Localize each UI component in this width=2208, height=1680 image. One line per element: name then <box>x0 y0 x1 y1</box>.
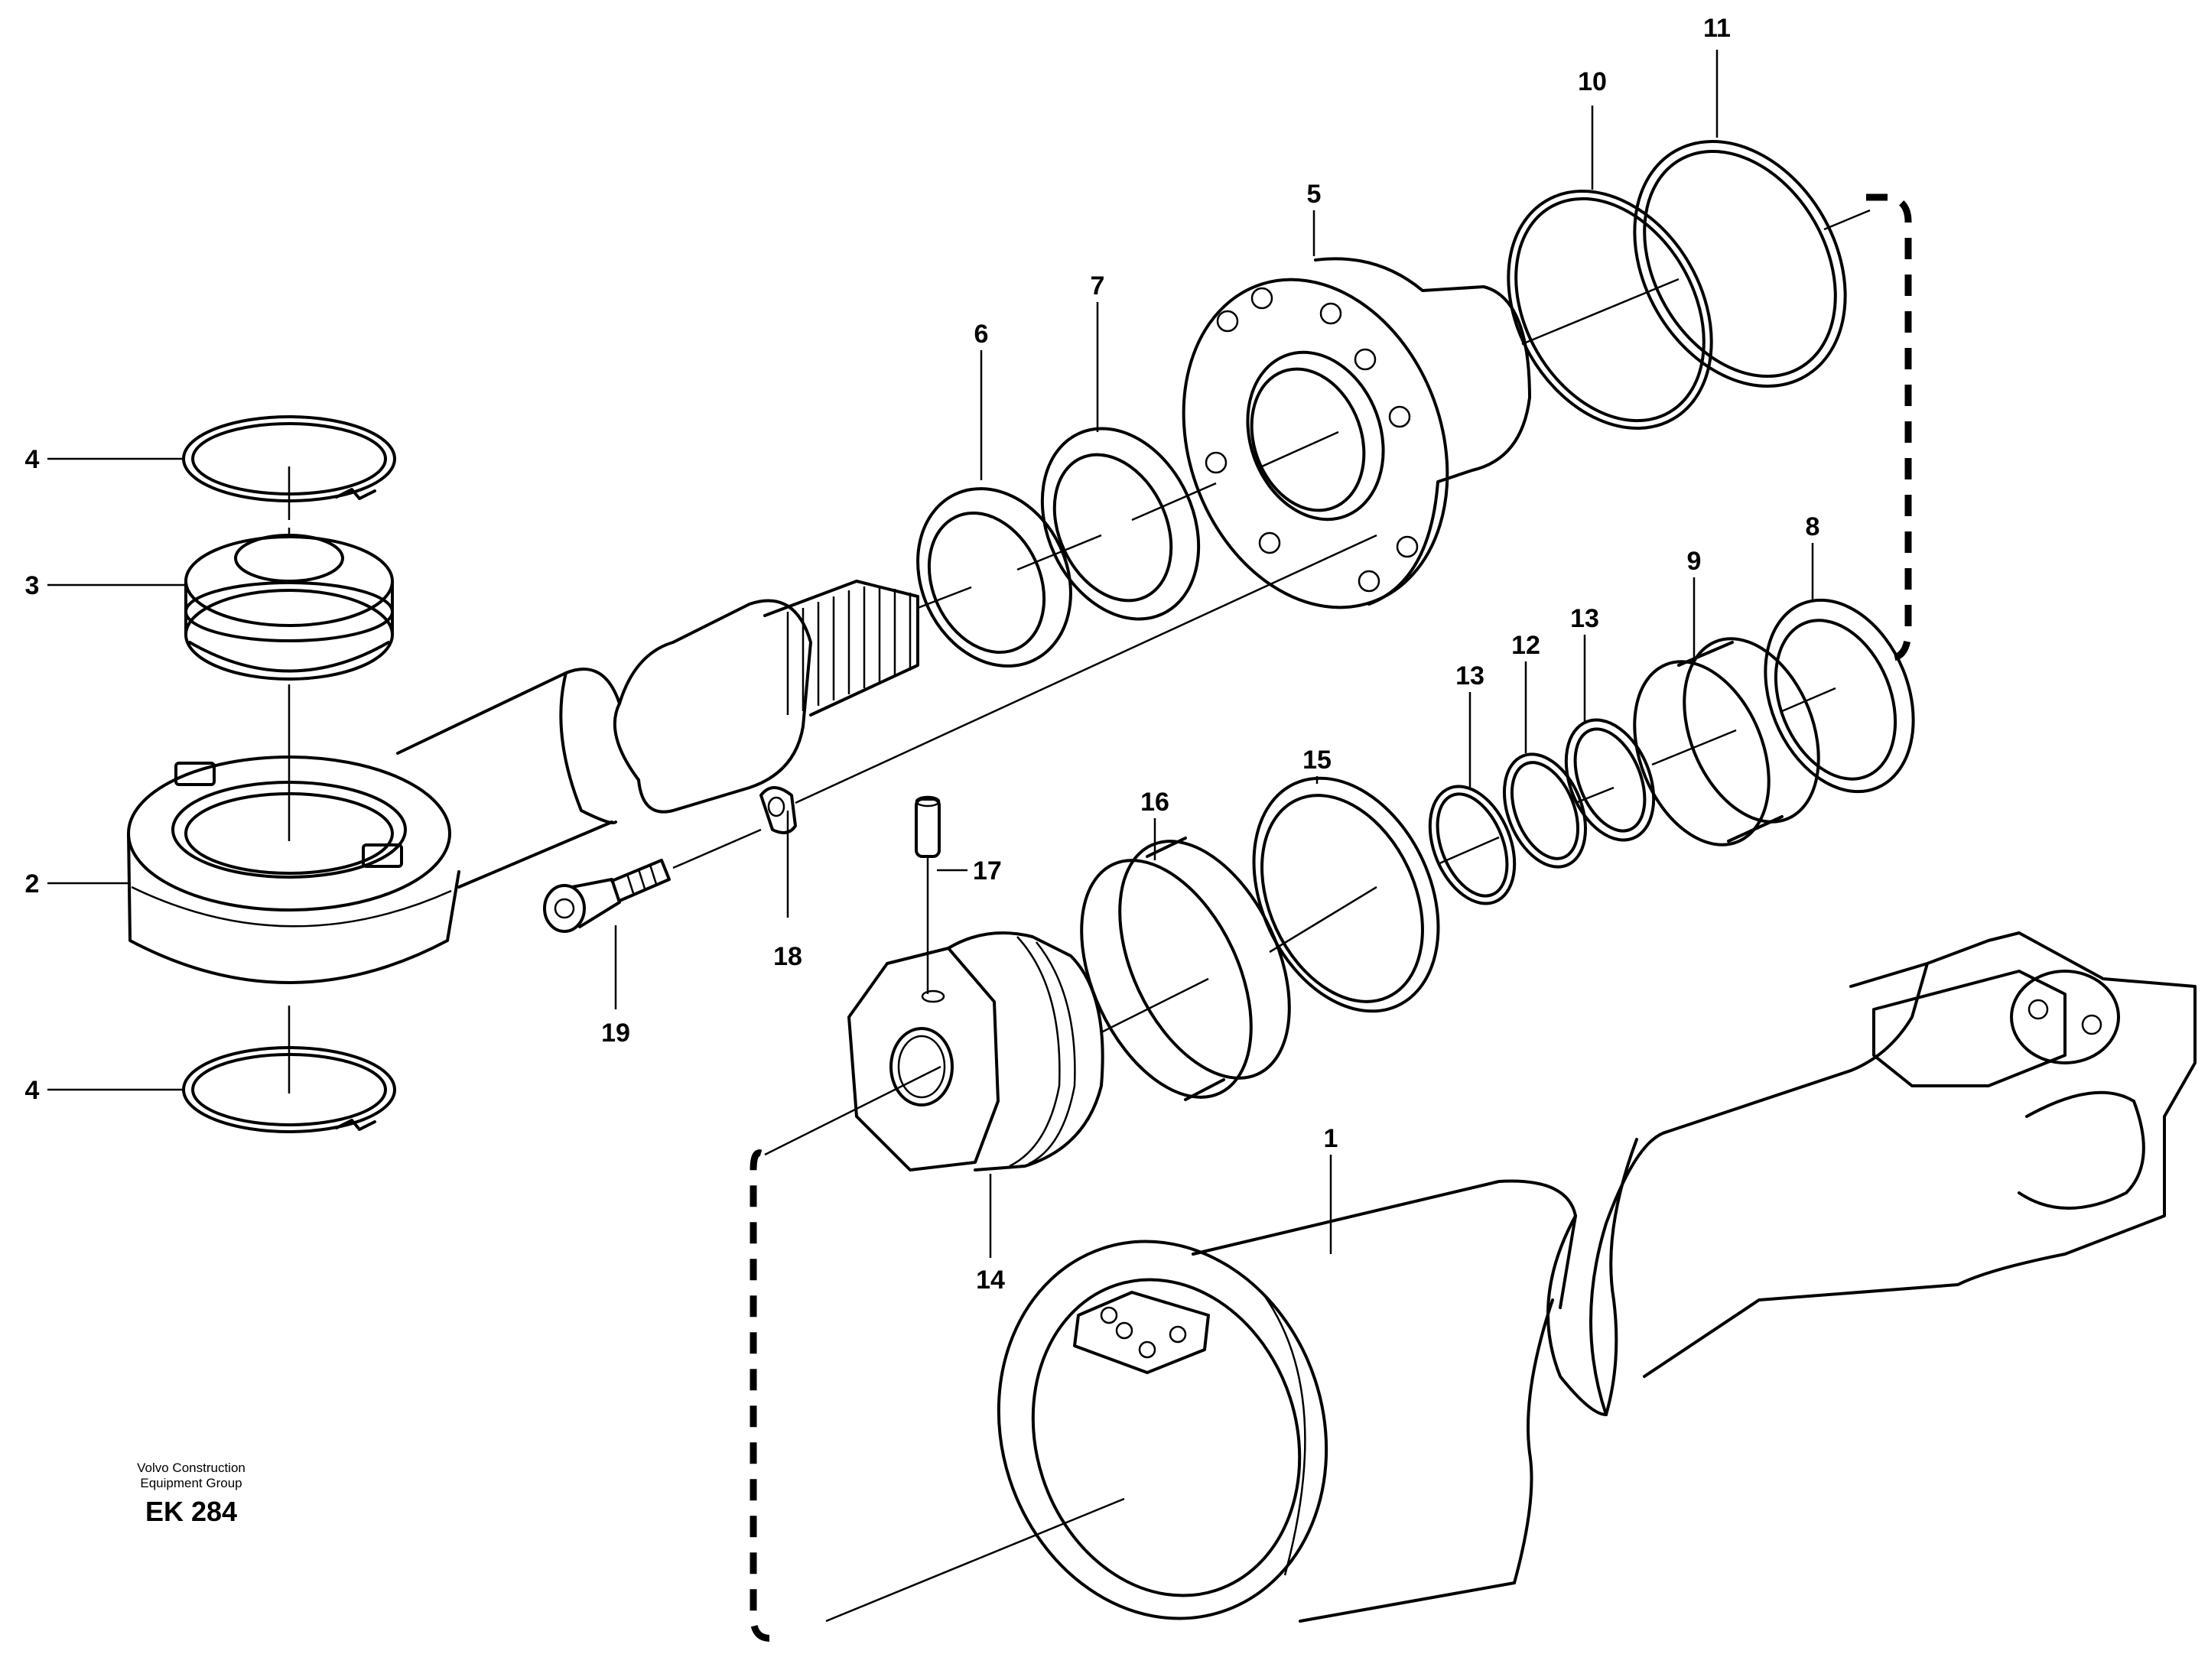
callout-9: 9 <box>1687 547 1702 576</box>
callout-19: 19 <box>601 1019 630 1048</box>
callout-16: 16 <box>1140 788 1169 817</box>
washer-18 <box>759 786 797 834</box>
figure-caption: Volvo Construction Equipment Group EK 28… <box>99 1461 283 1529</box>
connector-dashed-lower <box>750 1149 773 1642</box>
cylinder-barrel <box>997 931 2197 1623</box>
guide-ring-16 <box>1080 837 1291 1101</box>
piston <box>847 931 1104 1171</box>
seal-ring-8 <box>1764 598 1915 794</box>
callout-1: 1 <box>1324 1124 1338 1153</box>
ring-11 <box>1633 140 1847 388</box>
company-name-line2: Equipment Group <box>140 1476 242 1490</box>
piston-rod-eye <box>127 580 919 984</box>
callout-4-lower: 4 <box>25 1076 40 1105</box>
upper-axis-line <box>917 209 1871 609</box>
guide-ring-9 <box>1633 637 1820 846</box>
cylinder-head <box>1182 257 1531 609</box>
figure-code: EK 284 <box>145 1496 238 1527</box>
callout-10: 10 <box>1578 67 1607 96</box>
pin-17 <box>915 795 941 858</box>
company-name-line1: Volvo Construction <box>137 1461 246 1475</box>
callout-12: 12 <box>1511 631 1540 660</box>
callout-leaders <box>47 50 1814 1258</box>
connector-dashed-upper <box>1866 193 1912 661</box>
callout-4-upper: 4 <box>25 445 40 474</box>
seal-ring-15 <box>1252 776 1440 1013</box>
callout-13-left: 13 <box>1455 661 1484 691</box>
callout-2: 2 <box>25 869 40 898</box>
barrel-axis-line <box>825 1497 1125 1623</box>
ring-10 <box>1507 190 1713 430</box>
callout-3: 3 <box>25 571 40 600</box>
ring-13-right <box>1564 718 1656 842</box>
spherical-bearing <box>184 534 394 681</box>
callout-17: 17 <box>973 856 1002 885</box>
callout-14: 14 <box>976 1266 1005 1295</box>
callout-5: 5 <box>1307 180 1322 209</box>
callout-11: 11 <box>1703 14 1731 43</box>
callout-8: 8 <box>1806 512 1820 541</box>
callout-15: 15 <box>1302 746 1332 775</box>
callout-7: 7 <box>1091 271 1105 301</box>
callout-13-right: 13 <box>1570 604 1599 633</box>
seal-ring-6 <box>916 487 1072 668</box>
ring-12 <box>1502 752 1588 869</box>
callout-6: 6 <box>974 320 989 349</box>
ring-13-left <box>1428 785 1517 905</box>
lower-axis-line <box>764 687 1836 1156</box>
callout-18: 18 <box>773 942 802 971</box>
bolt-19 <box>543 859 671 933</box>
bolt-axis-line <box>672 534 1377 869</box>
